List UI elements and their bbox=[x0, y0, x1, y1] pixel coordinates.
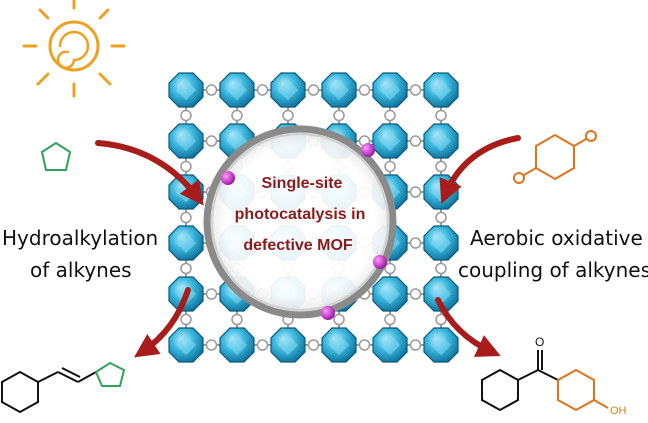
center-label-line1: Single-site bbox=[262, 175, 343, 192]
mof-linker-ring bbox=[180, 109, 192, 122]
mof-linker-ring bbox=[205, 135, 218, 147]
mof-node-facet bbox=[226, 79, 248, 101]
mof-linker-ring bbox=[409, 186, 422, 198]
mof-linker-ring bbox=[358, 84, 371, 96]
mof-linker-ring bbox=[435, 313, 447, 326]
right-label-line2: coupling of alkynes bbox=[458, 258, 648, 282]
mof-node-facet bbox=[277, 79, 299, 101]
mof-node-facet bbox=[430, 79, 452, 101]
mof-node-facet bbox=[277, 334, 299, 356]
mof-linker-ring bbox=[256, 339, 269, 351]
mof-linker-ring bbox=[180, 313, 192, 326]
mof-linker-ring bbox=[282, 109, 294, 122]
mof-node-facet bbox=[379, 283, 401, 305]
mof-linker-ring bbox=[231, 313, 243, 326]
mof-node-facet bbox=[379, 79, 401, 101]
mof-node-facet bbox=[226, 130, 248, 152]
mof-linker-ring bbox=[205, 339, 218, 351]
mof-linker-ring bbox=[435, 109, 447, 122]
mof-linker-ring bbox=[205, 288, 218, 300]
center-label-line3: defective MOF bbox=[243, 237, 353, 254]
arrow-product-right bbox=[435, 297, 501, 357]
mof-node-facet bbox=[175, 130, 197, 152]
mof-node-facet bbox=[328, 334, 350, 356]
mof-linker-ring bbox=[307, 84, 320, 96]
mof-linker-ring bbox=[384, 160, 396, 173]
mof-linker-ring bbox=[435, 262, 447, 275]
mof-linker-ring bbox=[435, 211, 447, 224]
mof-linker-ring bbox=[180, 160, 192, 173]
right-label-line1: Aerobic oxidative bbox=[470, 226, 643, 250]
left-label-line1: Hydroalkylation bbox=[2, 226, 158, 250]
mof-node-facet bbox=[175, 334, 197, 356]
sun-icon bbox=[22, 0, 126, 98]
benzoquinone-icon bbox=[513, 130, 597, 184]
mof-linker-ring bbox=[435, 160, 447, 173]
mof-linker-ring bbox=[384, 262, 396, 275]
mof-node-facet bbox=[430, 232, 452, 254]
magnifier-lens bbox=[203, 125, 397, 319]
mof-linker-ring bbox=[384, 313, 396, 326]
mof-node-facet bbox=[175, 79, 197, 101]
single-site-3 bbox=[373, 255, 387, 269]
mof-linker-ring bbox=[333, 313, 345, 326]
mof-node-facet bbox=[379, 130, 401, 152]
mof-linker-ring bbox=[307, 339, 320, 351]
mof-linker-ring bbox=[384, 109, 396, 122]
mof-linker-ring bbox=[409, 288, 422, 300]
single-sites bbox=[221, 143, 387, 320]
mof-node-facet bbox=[379, 334, 401, 356]
mof-linker-ring bbox=[180, 211, 192, 224]
reaction-arrows bbox=[95, 135, 521, 358]
arrow-thf-in bbox=[95, 140, 204, 206]
mof-linker-ring bbox=[256, 84, 269, 96]
mof-node-facet bbox=[328, 79, 350, 101]
mof-node-facet bbox=[430, 130, 452, 152]
mof-linker-ring bbox=[409, 84, 422, 96]
right-product-molecule bbox=[481, 350, 609, 412]
center-label-line2: photocatalysis in bbox=[235, 206, 366, 223]
thf-molecule-icon bbox=[40, 141, 72, 171]
hydroxyl-label: OH bbox=[610, 405, 627, 417]
single-site-1 bbox=[361, 143, 375, 157]
mof-node-facet bbox=[226, 334, 248, 356]
carbonyl-o-label: O bbox=[535, 335, 544, 349]
mof-linker-ring bbox=[205, 84, 218, 96]
mof-linker-ring bbox=[358, 339, 371, 351]
mof-linker-ring bbox=[231, 109, 243, 122]
arrow-quinone-in bbox=[439, 135, 521, 204]
mof-linker-ring bbox=[333, 109, 345, 122]
magnifier-rim-inner bbox=[211, 133, 389, 311]
single-site-4 bbox=[321, 306, 335, 320]
mof-linker-ring bbox=[409, 339, 422, 351]
left-label-line2: of alkynes bbox=[30, 258, 132, 282]
mof-linker-ring bbox=[180, 262, 192, 275]
single-site-2 bbox=[221, 171, 235, 185]
mof-linker-ring bbox=[409, 135, 422, 147]
mof-node-facet bbox=[175, 232, 197, 254]
mof-node-facet bbox=[430, 334, 452, 356]
mof-linker-ring bbox=[409, 237, 422, 249]
left-product-molecule bbox=[1, 361, 126, 414]
arrow-product-left bbox=[134, 287, 191, 358]
